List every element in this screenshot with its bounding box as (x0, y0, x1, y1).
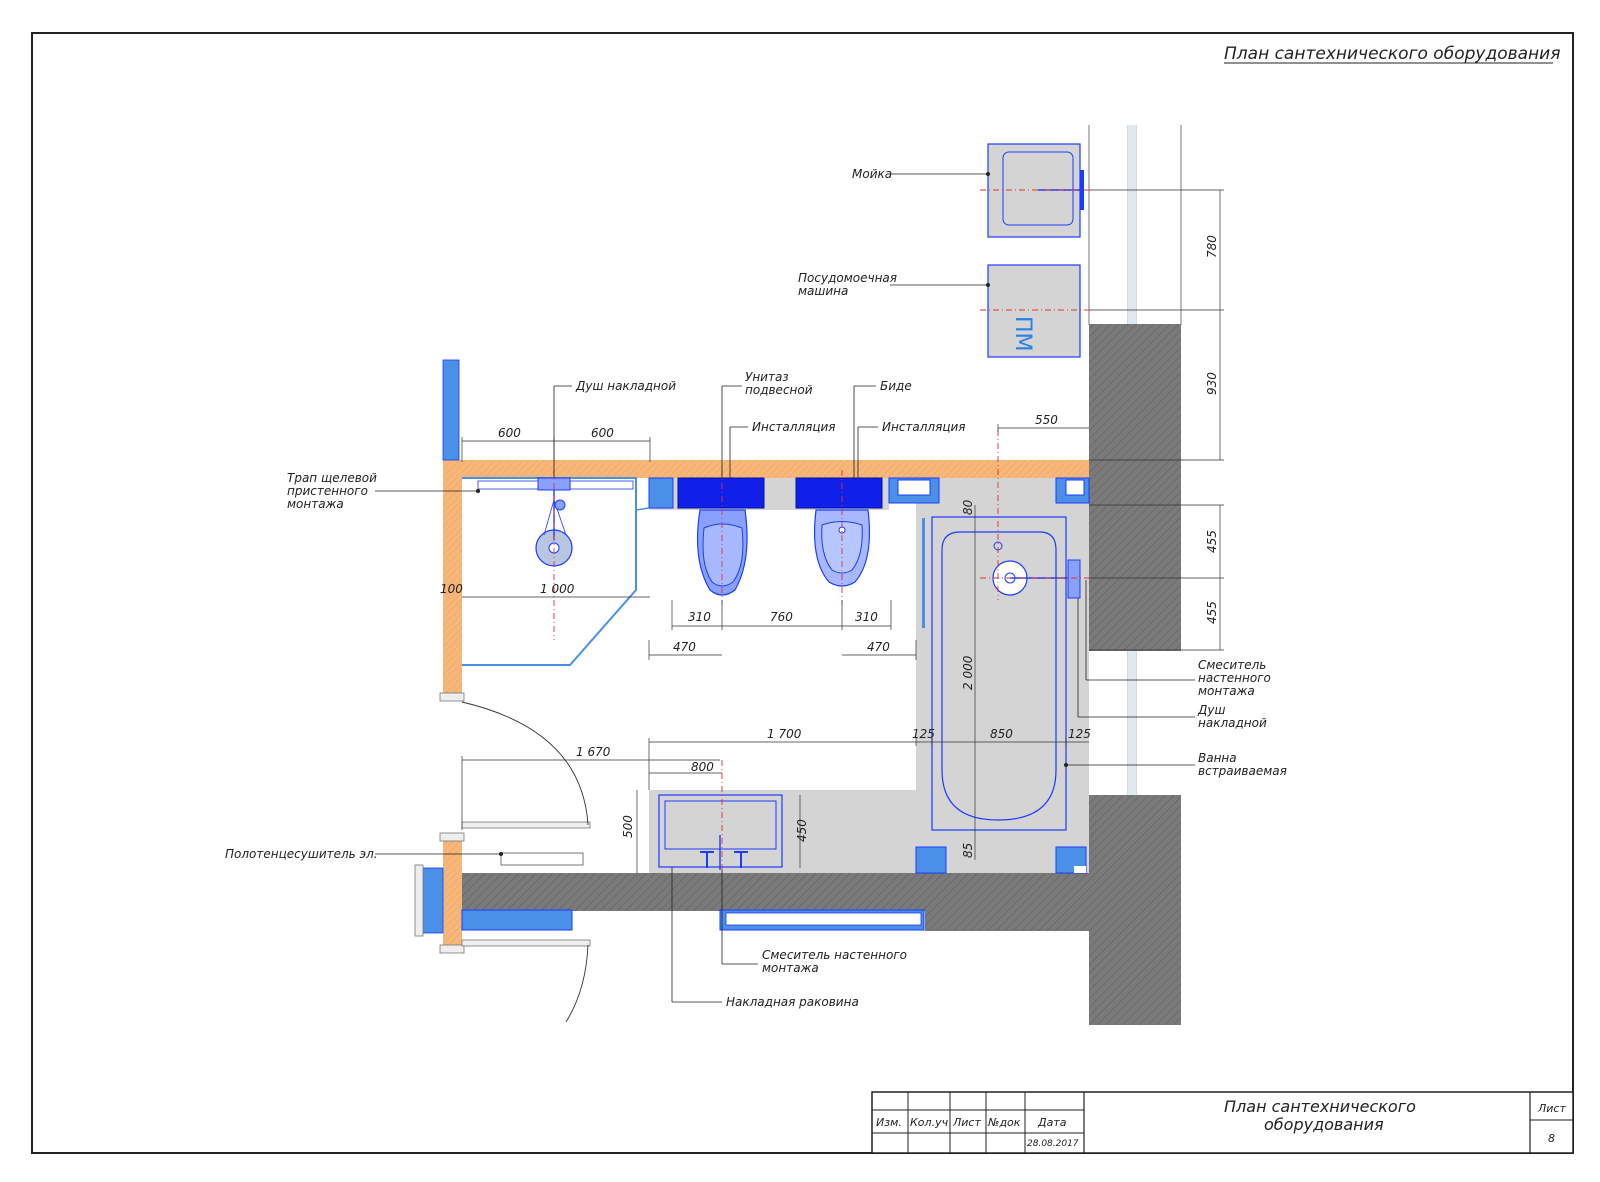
toilet-installation (677, 477, 765, 509)
dim-1700: 1 700 (767, 727, 802, 741)
label-drain-line3: монтажа (287, 497, 344, 511)
label-basin-mixer-line1: Смеситель настенного (762, 948, 907, 962)
tb-data: Дата (1037, 1116, 1067, 1129)
label-dishwasher-line1: Посудомоечная (798, 271, 897, 285)
wall-bottom (462, 873, 1089, 911)
tb-ndok: №док (987, 1116, 1021, 1129)
dim-500: 500 (621, 815, 635, 838)
label-dishwasher-line2: машина (798, 284, 848, 298)
label-towel-dryer: Полотенцесушитель эл. (225, 847, 378, 861)
label-drain-line2: пристенного (287, 484, 368, 498)
door-swing-lower (565, 944, 589, 1023)
label-kitchen-sink: Мойка (852, 167, 892, 181)
dim-550: 550 (1035, 413, 1058, 427)
dishwasher-mark: ПМ (1010, 316, 1035, 352)
label-bidet: Биде (880, 379, 912, 393)
dim-1000: 1 000 (540, 582, 575, 596)
label-toilet-line2: подвесной (745, 383, 813, 397)
tb-kol: Кол.уч (910, 1116, 949, 1129)
tb-date: 28.08.2017 (1027, 1139, 1079, 1149)
label-drain-line1: Трап щелевой (287, 471, 377, 485)
tb-name-line1: План сантехнического (1224, 1097, 1416, 1116)
label-bath-shower-line1: Душ (1197, 703, 1225, 717)
dim-600-right: 600 (591, 426, 614, 440)
dim-850: 850 (990, 727, 1013, 741)
label-installation-toilet: Инсталляция (752, 420, 836, 434)
dim-800: 800 (691, 760, 714, 774)
label-toilet-line1: Унитаз (745, 370, 789, 384)
sheet-frame (31, 32, 1574, 1154)
dim-450: 450 (795, 819, 809, 842)
label-shower-overhead: Душ накладной (575, 379, 676, 393)
label-basin: Накладная раковина (726, 995, 859, 1009)
dim-470-right: 470 (867, 640, 890, 654)
dim-2000: 2 000 (961, 655, 975, 690)
label-bath-shower-line2: накладной (1198, 716, 1267, 730)
dimension-lines (461, 189, 1224, 873)
dim-1670: 1 670 (576, 745, 611, 759)
label-bath-mixer-line3: монтажа (1198, 684, 1255, 698)
wall-right-upper (1089, 324, 1181, 651)
partition-left (443, 460, 462, 695)
tb-sheet-number: 8 (1548, 1132, 1555, 1145)
door-swing-upper (461, 701, 589, 826)
label-bath-mixer-line1: Смеситель (1198, 658, 1266, 672)
tb-name-line2: оборудования (1264, 1115, 1384, 1134)
dishwasher (987, 264, 1081, 358)
dim-310-left: 310 (688, 610, 711, 624)
wall-right-lower (1089, 795, 1181, 1025)
label-bathtub-line2: встраиваемая (1198, 764, 1287, 778)
tb-sheet-label: Лист (1537, 1102, 1566, 1115)
bidet-installation (795, 477, 883, 509)
dim-80: 80 (961, 499, 975, 515)
tb-list: Лист (952, 1116, 981, 1129)
dim-455-lower: 455 (1205, 601, 1219, 624)
towel-dryer (500, 852, 584, 866)
dim-930: 930 (1205, 372, 1219, 395)
label-installation-bidet: Инсталляция (882, 420, 966, 434)
dim-780: 780 (1205, 235, 1219, 258)
dim-600-left: 600 (498, 426, 521, 440)
tb-izm: Изм. (876, 1116, 902, 1129)
dim-85: 85 (961, 843, 975, 858)
label-basin-mixer-line2: монтажа (762, 961, 819, 975)
dim-100: 100 (440, 582, 463, 596)
shower-tray (462, 477, 637, 666)
label-bathtub-line1: Ванна (1198, 751, 1237, 765)
label-bath-mixer-line2: настенного (1198, 671, 1271, 685)
partition-top (443, 460, 1089, 478)
dim-125-right: 125 (1068, 727, 1091, 741)
dim-455-upper: 455 (1205, 530, 1219, 553)
dim-125-left: 125 (912, 727, 935, 741)
title-block (871, 1091, 1574, 1154)
dim-470-left: 470 (673, 640, 696, 654)
dim-310-right: 310 (855, 610, 878, 624)
page-title: План сантехнического оборудования (1224, 44, 1560, 64)
dim-760: 760 (770, 610, 793, 624)
